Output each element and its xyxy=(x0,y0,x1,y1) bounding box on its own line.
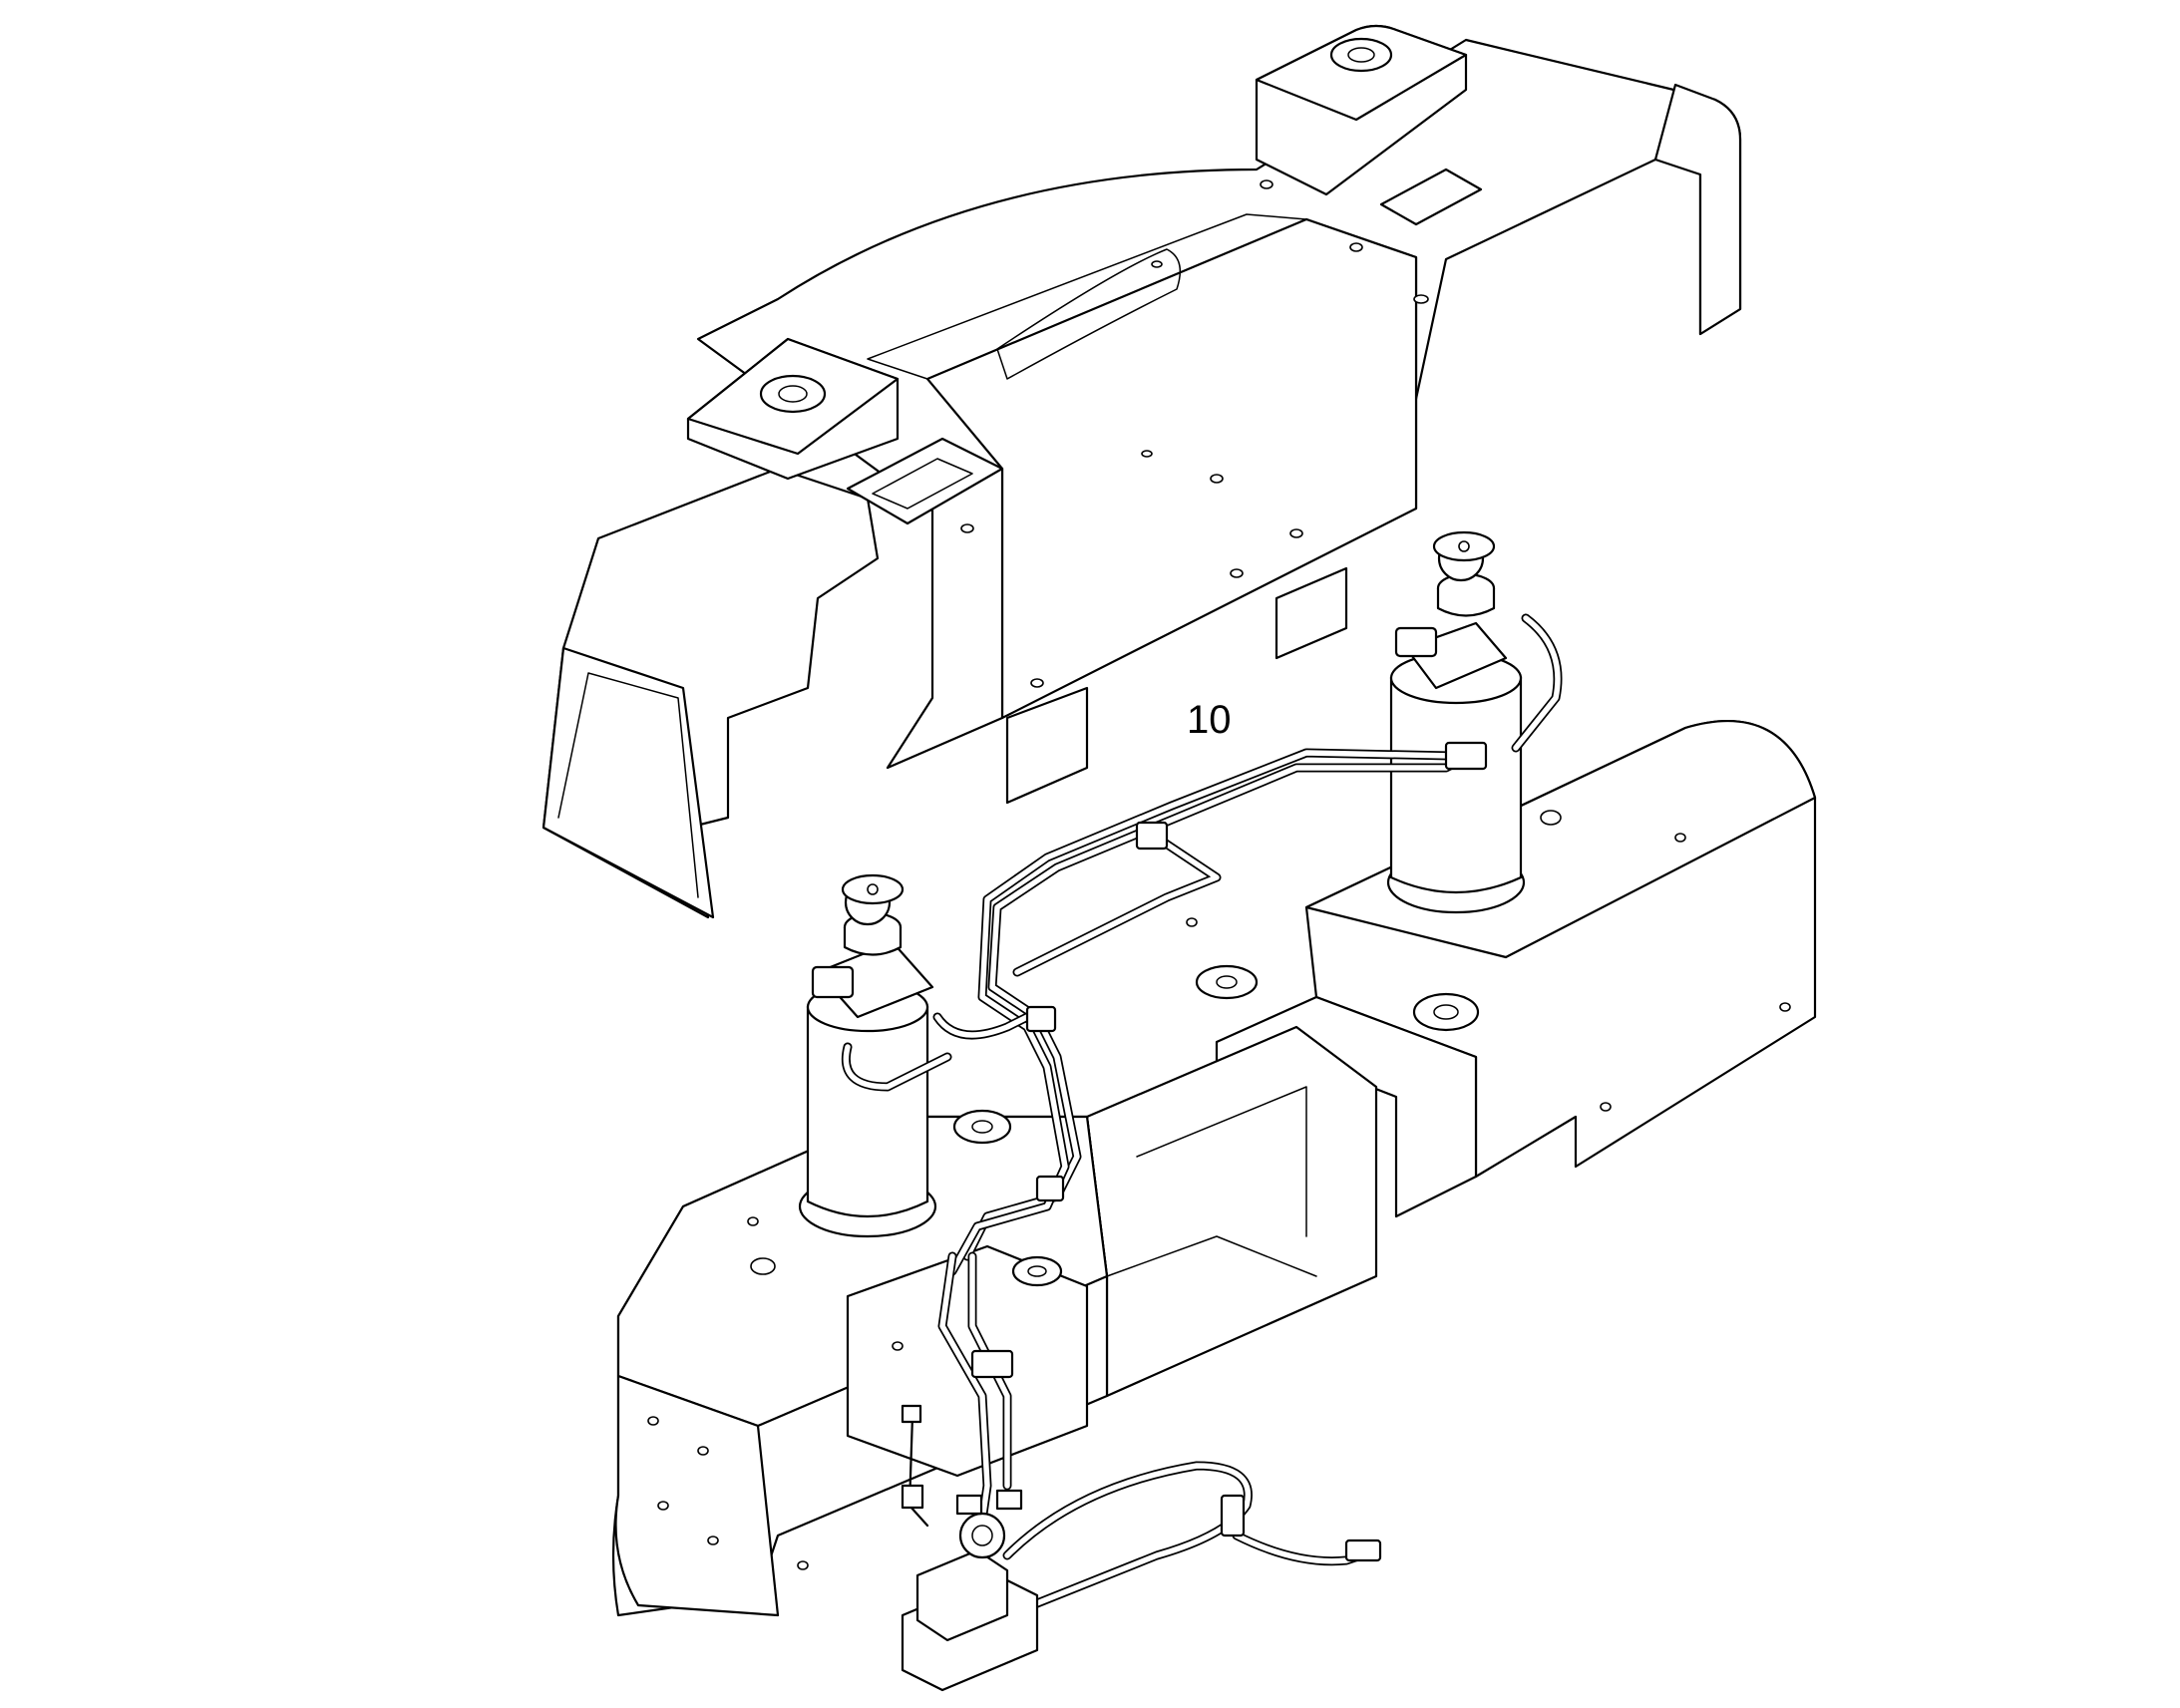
upper-frame-left-front-face xyxy=(544,648,713,917)
lower-base-lug-2 xyxy=(1414,994,1478,1030)
lower-base xyxy=(613,721,1815,1615)
upper-frame-foot-right xyxy=(1276,568,1346,658)
upper-frame-foot-left xyxy=(1007,688,1087,803)
hydraulic-cylinder-left xyxy=(800,875,935,1236)
line-clamp xyxy=(1027,1007,1055,1031)
upper-frame-left-face-inner xyxy=(558,673,698,897)
lower-base-lug-1 xyxy=(1197,966,1257,998)
upper-frame-right-access-hatch xyxy=(1381,170,1481,224)
lower-base-lug-4 xyxy=(1013,1257,1061,1285)
hydraulic-lines xyxy=(846,618,1558,1615)
hydraulic-cylinder-right xyxy=(1388,532,1524,912)
line-clamp xyxy=(1037,1177,1063,1200)
lower-base-bolt-holes xyxy=(648,811,1790,1569)
upper-frame-right-mount-ring xyxy=(1331,39,1391,71)
upper-frame-right-top-cap xyxy=(1257,26,1466,120)
valve-block xyxy=(903,1406,1037,1690)
upper-frame-right-end xyxy=(1655,85,1740,334)
line-clamp xyxy=(1346,1540,1380,1560)
lower-base-channel xyxy=(1087,1027,1376,1396)
line-clamp xyxy=(1137,823,1167,849)
upper-frame xyxy=(544,26,1740,917)
line-clamp xyxy=(972,1351,1012,1377)
part-callout-10: 10 xyxy=(1187,698,1232,742)
upper-frame-bolt-holes xyxy=(961,180,1428,687)
line-clamp xyxy=(1222,1496,1244,1536)
lower-base-left-front-face xyxy=(616,1376,779,1615)
lower-base-inner-step xyxy=(1107,1236,1316,1276)
line-clamp xyxy=(1446,743,1486,769)
upper-frame-left-access-plate xyxy=(848,439,1002,523)
lower-base-lug-3 xyxy=(954,1111,1010,1143)
upper-frame-slot xyxy=(997,249,1180,379)
upper-frame-left-mount-ring xyxy=(761,376,825,412)
